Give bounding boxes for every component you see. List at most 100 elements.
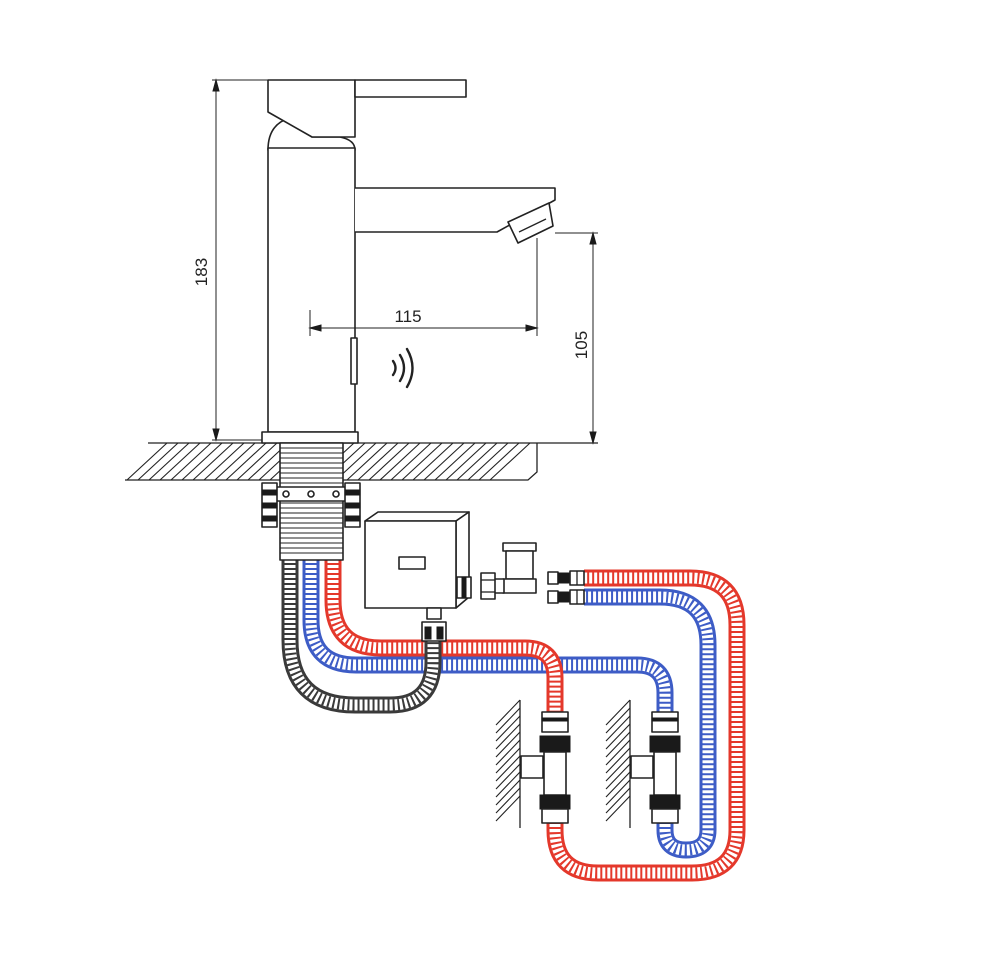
valve-bottom-nut xyxy=(651,808,679,824)
faucet-aerator xyxy=(507,202,554,244)
wall-hatch-line xyxy=(605,763,631,790)
countertop-hatch-line xyxy=(346,442,388,481)
dimension-label-overall-height: 183 xyxy=(192,258,211,286)
wall-hatch-line xyxy=(495,723,521,750)
cold-supply-hose-upper xyxy=(302,558,674,712)
valve-wall-stub xyxy=(630,755,654,779)
countertop-hatch-line xyxy=(236,442,278,481)
wall-hatch-line xyxy=(605,699,631,726)
wall-hatch-line xyxy=(495,739,521,766)
countertop-hatch-line xyxy=(148,442,190,481)
countertop-hatch-line xyxy=(159,442,201,481)
plate-hole xyxy=(307,490,315,498)
arrowhead xyxy=(525,324,539,332)
hose-braid xyxy=(549,572,743,879)
wall-hatch-line xyxy=(605,755,631,782)
arrowhead xyxy=(308,324,322,332)
wall-cold-supply xyxy=(605,699,631,828)
mixed-outlet-hose xyxy=(281,558,442,714)
countertop-hatch-line xyxy=(225,442,267,481)
fixing-bolt-left xyxy=(261,482,278,528)
arrowhead xyxy=(589,431,597,445)
wall-hatch-line xyxy=(605,795,631,822)
dimension-label-spout-height: 105 xyxy=(572,331,591,359)
wall-hatch-line xyxy=(605,779,631,806)
wall-hatch-line xyxy=(605,739,631,766)
control-box-outlet-fitting xyxy=(421,607,447,642)
countertop-hatch-line xyxy=(456,442,498,481)
hot-supply-hose-upper xyxy=(324,558,564,712)
valve-wall-stub xyxy=(520,755,544,779)
fixing-bolt-right xyxy=(344,482,361,528)
countertop-hatch-line xyxy=(423,442,465,481)
wall-hatch-line xyxy=(495,795,521,822)
solenoid-valve xyxy=(480,542,537,600)
solenoid-inlet-nut xyxy=(480,572,496,600)
solenoid-cap xyxy=(502,542,537,552)
countertop-hatch-line xyxy=(192,442,234,481)
wall-hatching xyxy=(605,699,631,822)
wall-hatch-line xyxy=(495,755,521,782)
valve-body xyxy=(543,751,567,796)
cold-angle-valve xyxy=(630,711,681,824)
arrowhead xyxy=(212,78,220,92)
valve-bottom-nut xyxy=(541,808,569,824)
countertop xyxy=(125,442,598,481)
countertop-hatch-line xyxy=(467,442,509,481)
countertop-hatch-line xyxy=(379,442,421,481)
countertop-hatch-line xyxy=(368,442,410,481)
solenoid-coil xyxy=(505,550,534,580)
countertop-hatch-line xyxy=(203,442,245,481)
cold-supply-hose-lower xyxy=(584,588,717,859)
wall-hatch-line xyxy=(605,747,631,774)
countertop-hatch-line xyxy=(401,442,443,481)
hose-braid xyxy=(284,558,439,711)
wall-hatch-line xyxy=(495,731,521,758)
hose-core xyxy=(584,591,714,856)
plate-hole xyxy=(282,490,290,498)
wall-hatch-line xyxy=(495,779,521,806)
control-box-slot xyxy=(398,556,426,570)
hose-braid xyxy=(327,558,561,712)
valve-body xyxy=(653,751,677,796)
faucet-body xyxy=(267,147,356,433)
dimension-label-spout-reach: 115 xyxy=(394,307,421,326)
hot-angle-valve xyxy=(520,711,571,824)
hose-sheath xyxy=(584,588,717,859)
plate-hole xyxy=(332,490,340,498)
faucet xyxy=(261,79,556,444)
wall-hatch-line xyxy=(605,715,631,742)
sensor-waves-icon xyxy=(391,347,414,389)
wall-hot-supply xyxy=(495,699,521,828)
valve-top-nut xyxy=(651,711,679,733)
countertop-hatch-line xyxy=(214,442,256,481)
wall-hatching xyxy=(495,699,521,822)
hose-core xyxy=(305,558,671,712)
hose-braid xyxy=(584,591,714,856)
wall-hatch-line xyxy=(495,707,521,734)
valve-lower-band xyxy=(539,794,571,810)
solenoid-body xyxy=(502,578,537,594)
wall-hatch-line xyxy=(495,787,521,814)
countertop-hatch-line xyxy=(137,442,179,481)
countertop-hatch-line xyxy=(170,442,212,481)
shank-threads xyxy=(280,447,343,554)
hot-hose-end-connector xyxy=(547,570,585,586)
control-box-side-fitting xyxy=(456,576,472,599)
hot-supply-hose-lower xyxy=(546,569,746,882)
valve-upper-band xyxy=(649,735,681,753)
countertop-hatch-line xyxy=(489,442,531,481)
wall-hatch-line xyxy=(605,707,631,734)
arrowhead xyxy=(589,231,597,245)
wall-hatch-line xyxy=(495,699,521,726)
cold-hose-end-connector xyxy=(547,589,585,605)
dimension-spout-reach: 115 xyxy=(308,238,539,336)
countertop-hatch-line xyxy=(412,442,454,481)
wall-hatch-line xyxy=(605,771,631,798)
countertop-edge xyxy=(125,442,598,481)
countertop-hatch-line xyxy=(390,442,432,481)
countertop-hatch-line xyxy=(181,442,223,481)
wall-hatch-line xyxy=(495,715,521,742)
wall-hatch-line xyxy=(495,763,521,790)
